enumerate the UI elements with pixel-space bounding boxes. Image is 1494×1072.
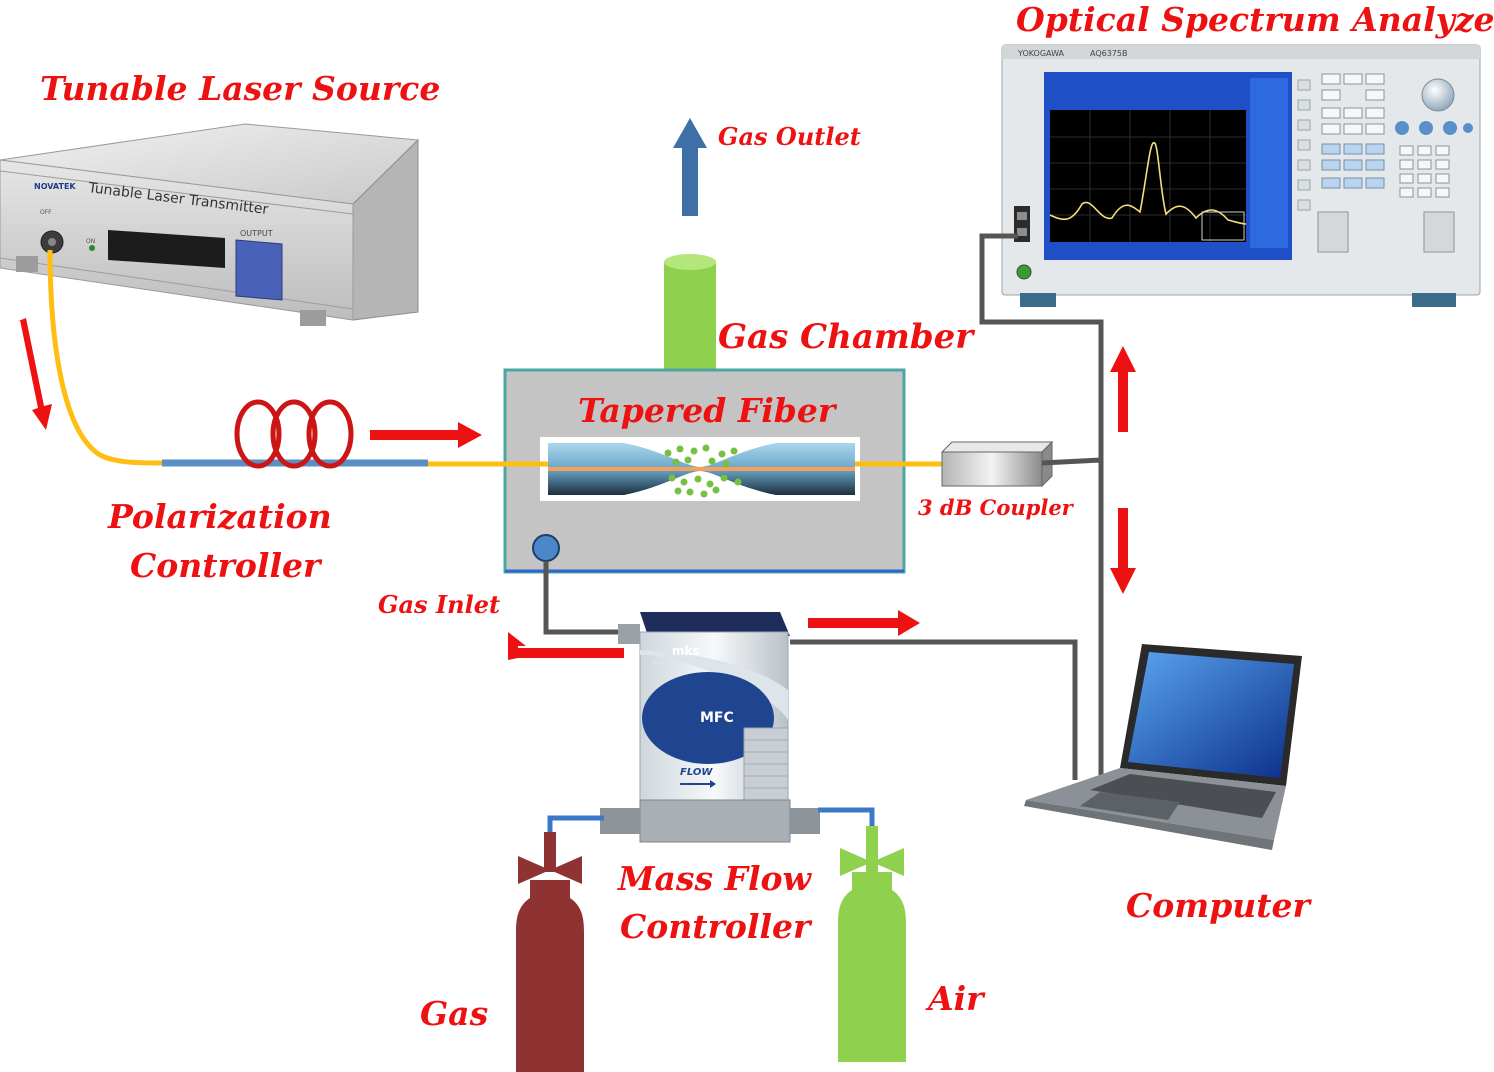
laser-on-label: ON bbox=[86, 238, 95, 245]
label-polarization-controller: Controller bbox=[130, 546, 323, 585]
polarization-controller-loops bbox=[234, 399, 354, 469]
label-mass-flow: Mass Flow bbox=[617, 859, 813, 898]
gas-molecules bbox=[664, 444, 742, 498]
flow-arrows bbox=[16, 318, 1136, 660]
osa-brand: YOKOGAWA bbox=[1017, 49, 1065, 58]
mfc-tagline: Technology for Productivity bbox=[651, 661, 720, 667]
gas-inlet-port bbox=[532, 534, 560, 562]
optical-spectrum-analyzer-device: YOKOGAWA AQ6375B bbox=[1001, 44, 1481, 307]
coupler-device bbox=[940, 440, 1054, 488]
label-mass-flow-controller: Controller bbox=[620, 907, 813, 946]
label-computer: Computer bbox=[1126, 886, 1312, 925]
label-gas-chamber: Gas Chamber bbox=[718, 317, 975, 357]
tunable-laser-device: NOVATEK Tunable Laser Transmitter OFF ON… bbox=[0, 123, 420, 326]
air-cylinder bbox=[838, 826, 906, 1062]
label-gas-inlet: Gas Inlet bbox=[378, 590, 500, 619]
label-polarization: Polarization bbox=[107, 497, 332, 536]
label-tunable-laser-source: Tunable Laser Source bbox=[40, 69, 440, 108]
mfc-label: MFC bbox=[700, 710, 734, 726]
label-gas-outlet: Gas Outlet bbox=[718, 122, 861, 151]
osa-model: AQ6375B bbox=[1090, 49, 1127, 58]
gas-tubing bbox=[547, 807, 875, 832]
arrow-to-chamber bbox=[370, 422, 482, 448]
label-gas: Gas bbox=[420, 994, 488, 1033]
laptop-computer bbox=[1024, 644, 1302, 850]
arrow-laser-down bbox=[16, 318, 52, 430]
label-tapered-fiber: Tapered Fiber bbox=[578, 391, 838, 430]
mfc-flow-label: FLOW bbox=[680, 767, 713, 778]
laser-off-label: OFF bbox=[40, 209, 52, 216]
label-coupler: 3 dB Coupler bbox=[918, 495, 1075, 520]
arrow-gas-inlet bbox=[508, 632, 624, 660]
arrow-coupler-up bbox=[1110, 346, 1136, 432]
mfc-brand: mks bbox=[672, 644, 700, 658]
mass-flow-controller-device: mks Technology for Productivity MFC FLOW bbox=[600, 612, 820, 843]
label-optical-spectrum-analyzer: Optical Spectrum Analyzer bbox=[1016, 0, 1494, 39]
laser-output-fiber bbox=[47, 249, 163, 466]
gas-chamber bbox=[503, 254, 906, 574]
arrow-mfc-right bbox=[808, 610, 920, 636]
laser-brand: NOVATEK bbox=[34, 182, 76, 191]
label-air: Air bbox=[925, 979, 986, 1018]
signal-cables bbox=[543, 233, 1104, 780]
gas-cylinder bbox=[516, 832, 584, 1072]
arrow-coupler-down bbox=[1110, 508, 1136, 594]
gas-outlet-arrow bbox=[673, 118, 707, 216]
laser-output-label: OUTPUT bbox=[240, 229, 273, 238]
